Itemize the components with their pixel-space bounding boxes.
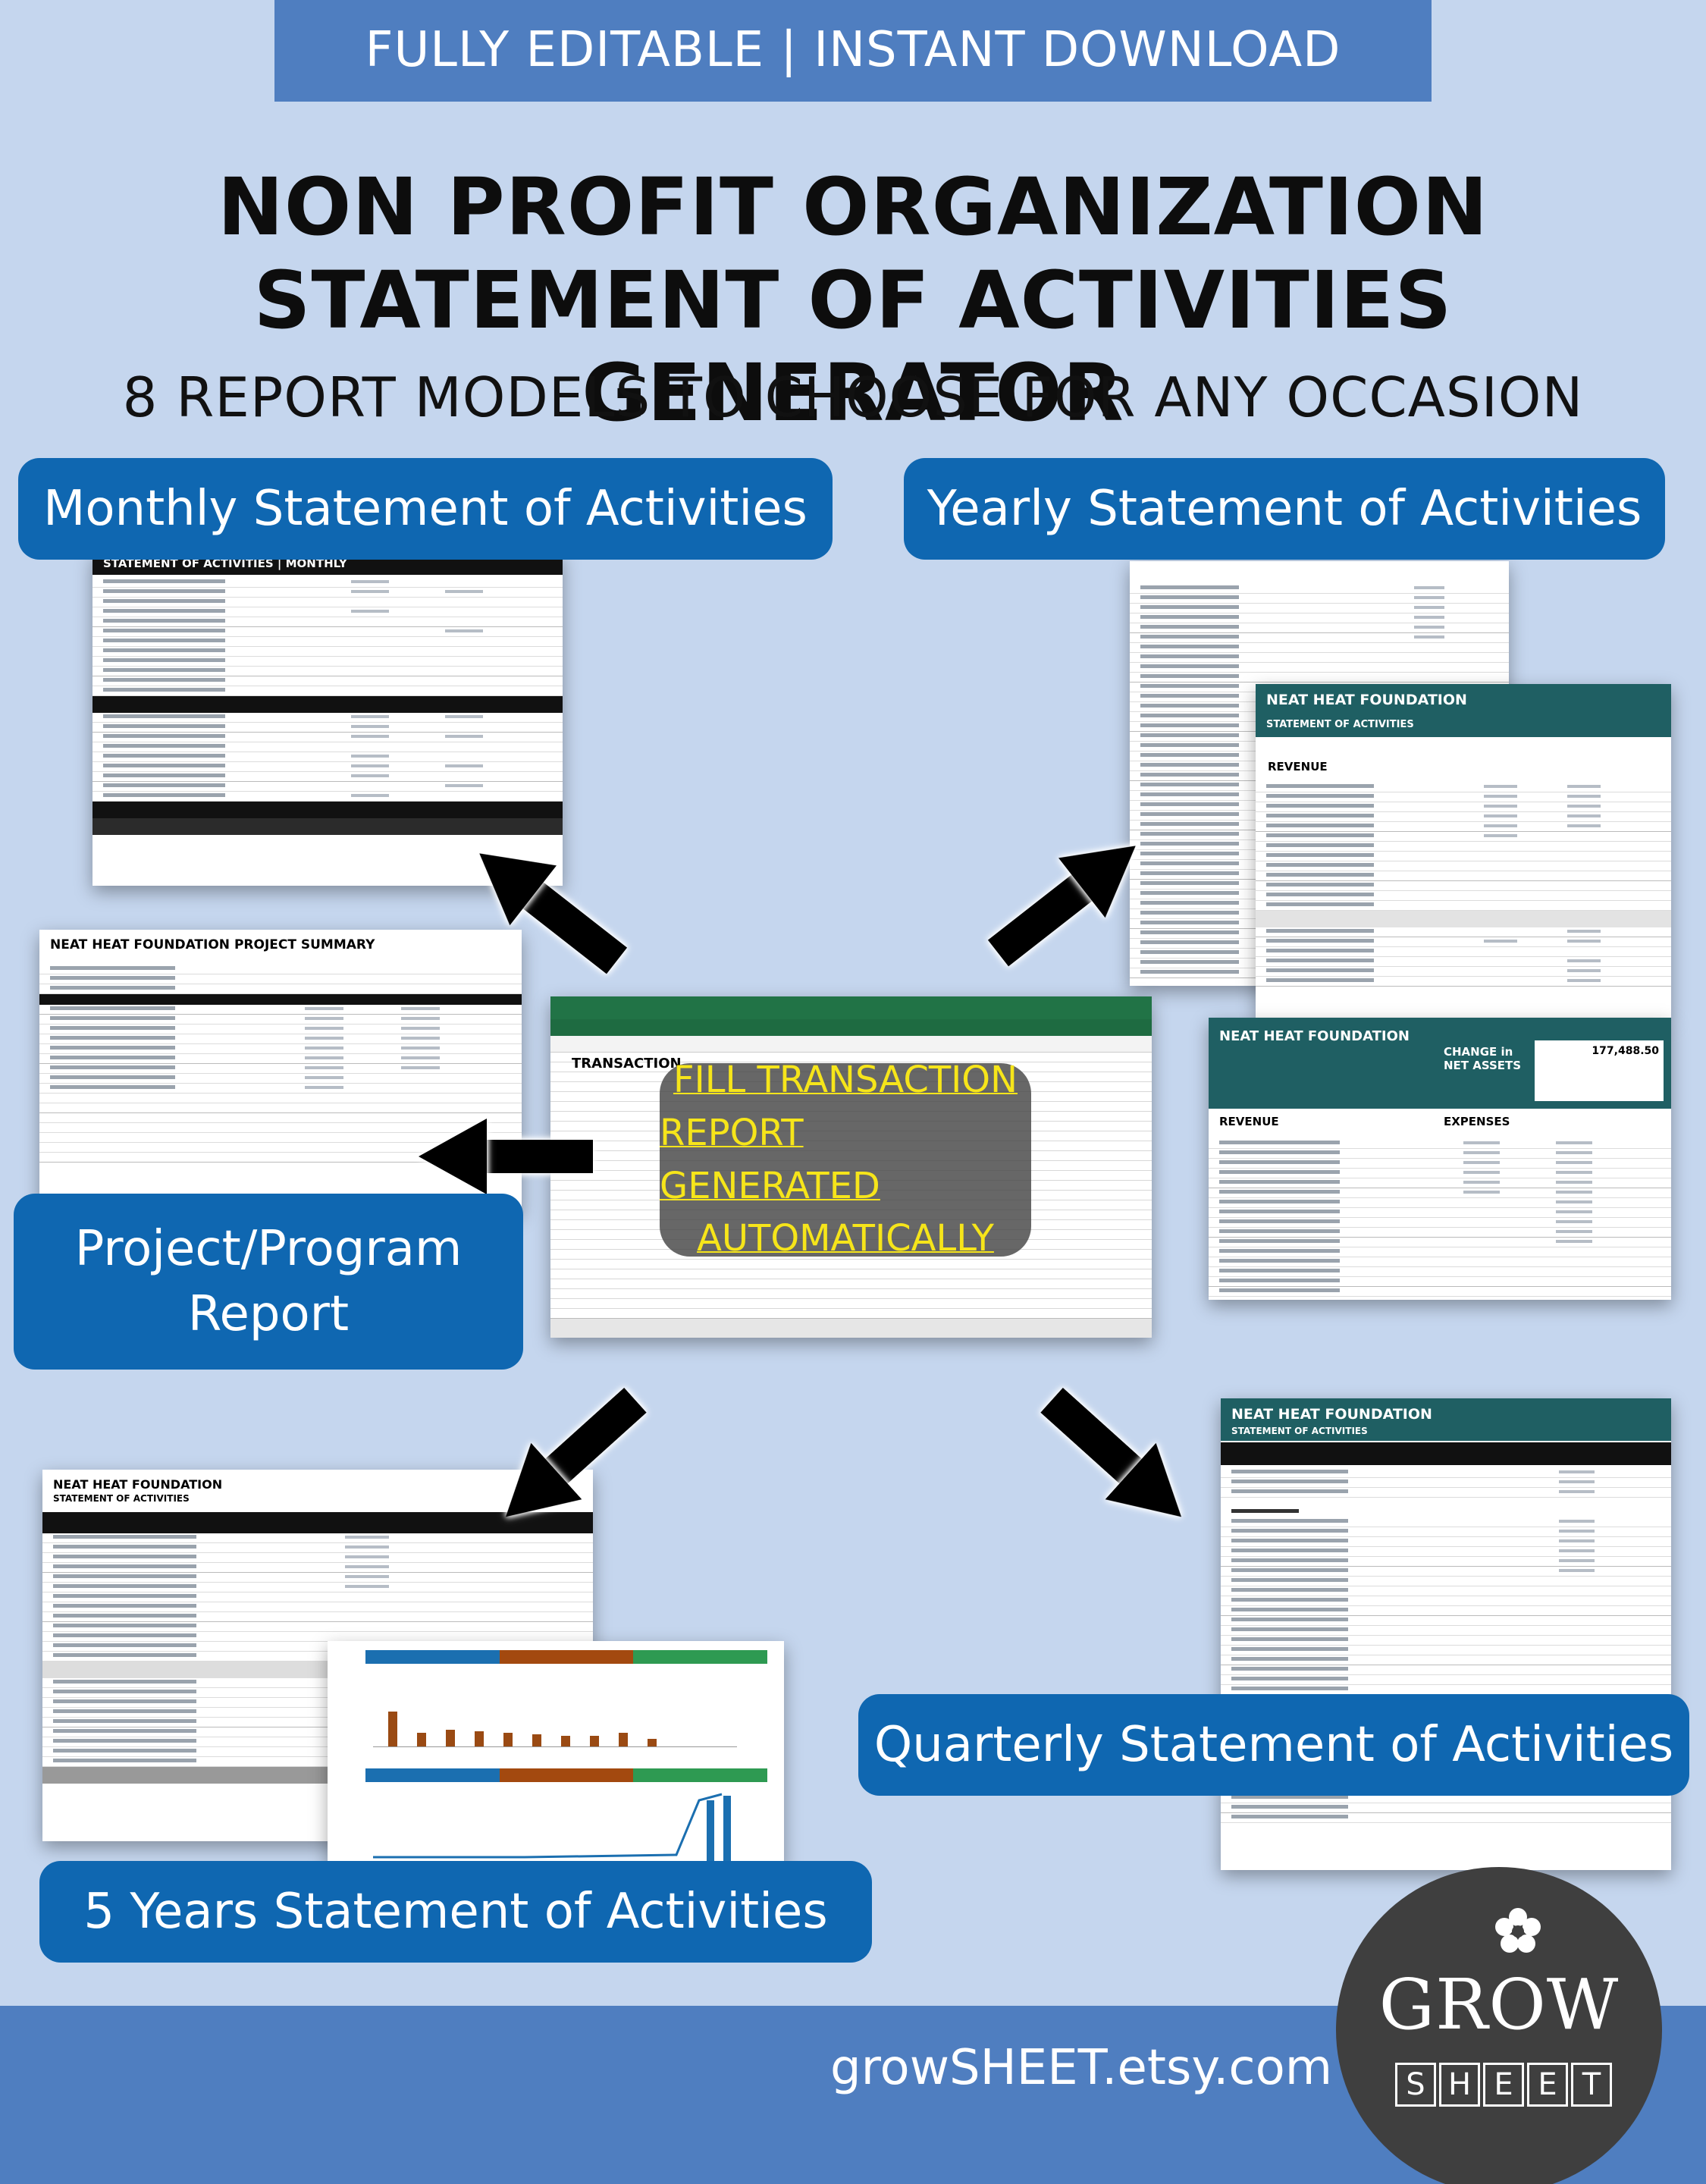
label-project-line1: Project/Program <box>74 1220 463 1277</box>
label-project: Project/Program Report <box>14 1194 523 1370</box>
change-expenses-label: EXPENSES <box>1444 1115 1510 1128</box>
yearly-front-header: NEAT HEAT FOUNDATION STATEMENT OF ACTIVI… <box>1256 684 1671 737</box>
center-overlay: FILL TRANSACTION REPORT GENERATED AUTOMA… <box>660 1059 1031 1260</box>
overlay-line-3: AUTOMATICALLY <box>697 1217 994 1260</box>
label-five-years: 5 Years Statement of Activities <box>39 1861 872 1963</box>
line-chart <box>373 1793 731 1861</box>
monthly-rows <box>93 578 563 886</box>
arrow-to-project-icon <box>419 1119 593 1194</box>
excel-ribbon <box>550 1019 1152 1036</box>
flower-icon <box>1495 1908 1541 1953</box>
yearly-front-rows <box>1256 783 1671 1018</box>
logo-letter: H <box>1439 2063 1480 2107</box>
yearly-preview-front: NEAT HEAT FOUNDATION STATEMENT OF ACTIVI… <box>1256 684 1671 1018</box>
change-rows <box>1209 1139 1671 1300</box>
logo-letter: S <box>1395 2063 1436 2107</box>
yearly-org-name: NEAT HEAT FOUNDATION <box>1266 692 1467 708</box>
sheet-tabs <box>550 1318 1152 1338</box>
arrow-to-quarterly-icon <box>1038 1382 1207 1545</box>
logo-sheet-letters: S H E E T <box>1395 2063 1612 2107</box>
title-line-2: STATEMENT OF ACTIVITIES GENERATOR <box>253 254 1453 439</box>
yearly-revenue-label: REVENUE <box>1268 760 1328 774</box>
label-quarterly-text: Quarterly Statement of Activities <box>873 1716 1674 1773</box>
change-net-assets-preview: NEAT HEAT FOUNDATION CHANGE in NET ASSET… <box>1209 1018 1671 1300</box>
title-line-1: NON PROFIT ORGANIZATION <box>217 161 1489 253</box>
quarterly-preview: NEAT HEAT FOUNDATION STATEMENT OF ACTIVI… <box>1221 1398 1671 1870</box>
fiveyr-sub: STATEMENT OF ACTIVITIES <box>53 1493 190 1504</box>
change-value: 177,488.50 <box>1535 1040 1664 1101</box>
project-rows <box>39 965 522 1212</box>
dashboard-preview <box>328 1641 784 1869</box>
logo-letter: T <box>1571 2063 1612 2107</box>
label-project-line2: Report <box>187 1286 350 1342</box>
label-yearly: Yearly Statement of Activities <box>904 458 1665 560</box>
logo-grow-word: GROW <box>1378 1964 1620 2045</box>
change-revenue-label: REVENUE <box>1219 1115 1279 1128</box>
label-monthly-text: Monthly Statement of Activities <box>43 480 808 537</box>
change-label: CHANGE in NET ASSETS <box>1444 1045 1522 1072</box>
website-link[interactable]: growSHEET.etsy.com <box>830 2040 1333 2096</box>
bar-chart <box>373 1687 737 1747</box>
subtitle: 8 REPORT MODELS TO CHOOSE FOR ANY OCCASI… <box>122 366 1584 429</box>
top-banner: FULLY EDITABLE | INSTANT DOWNLOAD <box>274 0 1432 102</box>
label-monthly: Monthly Statement of Activities <box>18 458 833 560</box>
label-five-years-text: 5 Years Statement of Activities <box>83 1883 828 1940</box>
project-preview-title: NEAT HEAT FOUNDATION PROJECT SUMMARY <box>39 930 522 960</box>
transaction-title: TRANSACTION <box>572 1056 682 1072</box>
label-yearly-text: Yearly Statement of Activities <box>927 480 1642 537</box>
change-org-name: NEAT HEAT FOUNDATION <box>1219 1028 1410 1044</box>
overlay-line-1: FILL TRANSACTION <box>673 1059 1018 1102</box>
logo-letter: E <box>1527 2063 1568 2107</box>
overlay-line-2: REPORT GENERATED <box>660 1111 880 1207</box>
quarterly-org-name: NEAT HEAT FOUNDATION <box>1231 1406 1432 1423</box>
quarterly-sub: STATEMENT OF ACTIVITIES <box>1231 1426 1368 1436</box>
excel-window: TRANSACTION FILL TRANSACTION REPORT GENE… <box>550 996 1152 1338</box>
quarterly-rows <box>1221 1468 1671 1870</box>
yearly-sub: STATEMENT OF ACTIVITIES <box>1266 719 1414 730</box>
logo-letter: E <box>1483 2063 1524 2107</box>
grow-sheet-logo: GROW S H E E T <box>1336 1867 1662 2184</box>
fiveyr-org-name: NEAT HEAT FOUNDATION <box>42 1470 593 1492</box>
label-quarterly: Quarterly Statement of Activities <box>858 1694 1689 1796</box>
quarterly-header: NEAT HEAT FOUNDATION STATEMENT OF ACTIVI… <box>1221 1398 1671 1441</box>
formula-bar <box>550 1036 1152 1053</box>
excel-title-bar <box>550 996 1152 1019</box>
